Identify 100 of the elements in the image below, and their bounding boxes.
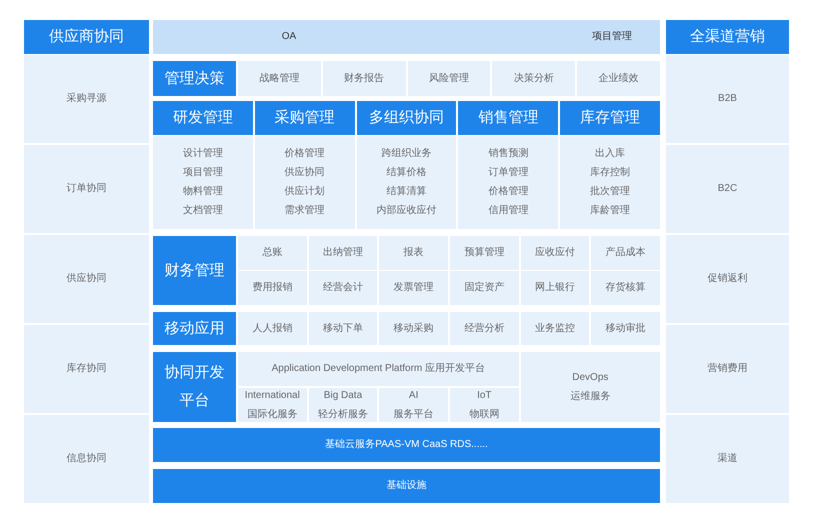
app-label: 项目管理	[592, 31, 632, 43]
feature-label: 供应协同	[66, 273, 106, 285]
feature-label: 跨组织业务	[381, 148, 432, 160]
feature-tile	[379, 312, 448, 345]
category-title: 多组织协同	[368, 109, 444, 127]
feature-tile	[24, 55, 149, 143]
feature-label: B2C	[718, 183, 738, 195]
feature-tile	[24, 235, 149, 323]
feature-label: 总账	[262, 247, 282, 259]
feature-tile	[666, 325, 789, 413]
feature-label: 移动审批	[606, 322, 646, 334]
feature-label: 设计管理	[182, 148, 223, 160]
feature-label: 需求管理	[284, 205, 325, 217]
feature-panel	[238, 388, 307, 422]
feature-label: 预算管理	[464, 247, 504, 259]
feature-panel	[254, 136, 355, 229]
feature-label: 订单协同	[66, 183, 106, 195]
feature-label: 出入库	[595, 148, 626, 160]
feature-label: 信息协同	[66, 453, 106, 465]
feature-label: 物联网	[469, 408, 500, 420]
feature-label: 供应协同	[284, 167, 325, 179]
category-header	[560, 101, 660, 135]
feature-label: 轻分析服务	[318, 408, 368, 420]
feature-tile	[238, 312, 307, 345]
category-header	[153, 236, 236, 305]
feature-panel	[379, 388, 448, 422]
feature-label: 批次管理	[590, 186, 630, 198]
platform-bar	[153, 469, 660, 503]
feature-tile	[238, 61, 321, 96]
feature-label: 渠道	[718, 453, 738, 465]
category-title: 管理决策	[164, 70, 224, 88]
category-header	[153, 61, 236, 96]
feature-label: 库存控制	[590, 167, 630, 179]
feature-tile	[666, 55, 789, 143]
category-header	[153, 101, 253, 135]
feature-label: 应收应付	[535, 247, 575, 259]
feature-label: 战略管理	[259, 72, 300, 84]
feature-tile	[379, 271, 448, 305]
category-header	[458, 101, 558, 135]
feature-label: 价格管理	[284, 148, 325, 160]
category-title: 财务管理	[164, 262, 224, 280]
feature-panel	[450, 388, 519, 422]
feature-label: 企业绩效	[598, 72, 639, 84]
feature-label: 结算清算	[386, 186, 426, 198]
app-label: OA	[282, 31, 296, 43]
feature-label: 网上银行	[535, 282, 575, 294]
feature-tile	[450, 312, 519, 345]
feature-label: 决策分析	[514, 72, 554, 84]
feature-tile	[666, 415, 789, 503]
feature-panel	[308, 388, 378, 422]
layer-label: 基础云服务PAAS-VM CaaS RDS......	[325, 439, 488, 451]
feature-label: 库龄管理	[590, 205, 630, 217]
feature-label: 销售预测	[488, 148, 528, 160]
category-header	[356, 101, 456, 135]
feature-tile	[24, 415, 149, 503]
feature-tile	[308, 271, 378, 305]
feature-label: 财务报告	[344, 72, 384, 84]
feature-tile	[238, 271, 307, 305]
feature-label: 固定资产	[464, 282, 504, 294]
category-title: 供应商协同	[49, 28, 124, 46]
feature-label: 运维服务	[570, 390, 610, 402]
category-header	[666, 20, 789, 54]
feature-label: 采购寻源	[66, 93, 106, 105]
feature-tile	[666, 145, 789, 233]
feature-tile	[492, 61, 576, 96]
feature-panel	[458, 136, 558, 229]
feature-label: Big Data	[324, 390, 362, 402]
feature-label: 内部应收应付	[376, 205, 436, 217]
category-title: 协同开发平台	[164, 363, 226, 411]
feature-tile	[24, 325, 149, 413]
feature-label: 国际化服务	[247, 408, 298, 420]
feature-tile	[577, 61, 660, 96]
category-header	[153, 352, 236, 422]
feature-label: 发票管理	[394, 282, 434, 294]
feature-tile	[24, 145, 149, 233]
category-title: 采购管理	[274, 109, 335, 127]
feature-label: 移动下单	[322, 322, 363, 334]
feature-label: 出纳管理	[322, 247, 363, 259]
feature-panel	[153, 136, 253, 229]
feature-label: 库存协同	[66, 363, 106, 375]
platform-bar	[153, 428, 660, 462]
feature-label: 促销返利	[708, 273, 748, 285]
feature-panel	[520, 352, 660, 422]
feature-label: 结算价格	[386, 167, 426, 179]
feature-label: 经营分析	[464, 322, 504, 334]
feature-label: 价格管理	[488, 186, 528, 198]
feature-tile	[666, 235, 789, 323]
feature-label: 人人报销	[252, 322, 292, 334]
feature-label: 营销费用	[708, 363, 748, 375]
feature-tile	[322, 61, 406, 96]
feature-label: 移动采购	[394, 322, 434, 334]
feature-tile	[238, 352, 519, 386]
feature-tile	[450, 271, 519, 305]
category-title: 移动应用	[164, 320, 224, 338]
category-title: 研发管理	[172, 109, 233, 127]
category-header	[24, 20, 149, 54]
feature-tile	[591, 312, 660, 345]
feature-tile	[408, 61, 490, 96]
category-title: 销售管理	[478, 109, 538, 127]
feature-tile	[591, 271, 660, 305]
